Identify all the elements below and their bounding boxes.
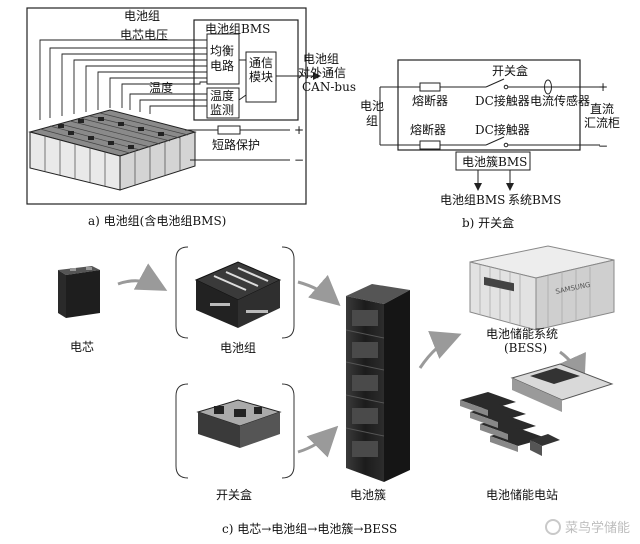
dc-combiner-label-2: 汇流柜 xyxy=(584,116,621,130)
balance-circuit-box xyxy=(206,33,240,85)
cluster-bms-label: 电池簇BMS xyxy=(462,155,528,169)
balance-circuit-label-1: 均衡 xyxy=(210,44,235,58)
short-protect-label: 短路保护 xyxy=(212,138,261,152)
fuse-bottom-label: 熔断器 xyxy=(410,123,447,137)
cell-voltage-label: 电芯电压 xyxy=(120,28,169,42)
pack-title-label: 电池组 xyxy=(124,9,161,23)
station-label: 电池储能电站 xyxy=(486,488,559,502)
switch-box-label: 开关盒 xyxy=(492,64,529,78)
pack-plus-terminal: + xyxy=(294,123,305,137)
switch-box-frame xyxy=(397,59,581,151)
watermark: 菜鸟学储能 xyxy=(544,517,630,536)
fuse-bottom xyxy=(419,140,441,150)
cell-label: 电芯 xyxy=(70,340,95,354)
ext-comm-label-3: CAN-bus xyxy=(302,80,356,94)
pack-side-label-2: 组 xyxy=(366,114,379,128)
dc-minus-terminal: − xyxy=(598,139,609,153)
voltage-wires xyxy=(39,39,207,120)
current-sensor-label: 电流传感器 xyxy=(530,94,591,108)
ext-comm-label-2: 对外通信 xyxy=(298,66,347,80)
panel-a xyxy=(26,7,321,205)
temp-monitor-box xyxy=(206,87,240,119)
ext-comm-label-1: 电池组 xyxy=(303,52,340,66)
dc-combiner-label-1: 直流 xyxy=(590,102,615,116)
cluster-label: 电池簇 xyxy=(350,488,387,502)
pack-side-label-1: 电池 xyxy=(360,99,385,113)
fuse-top-label: 熔断器 xyxy=(412,94,449,108)
pack-frame xyxy=(26,7,307,205)
comm-module-box xyxy=(245,51,277,103)
cell-image xyxy=(58,266,100,318)
temperature-wires xyxy=(129,93,207,114)
cluster-bms-box xyxy=(455,151,531,171)
system-bms-label: 系统BMS xyxy=(508,193,562,207)
watermark-logo-icon xyxy=(544,518,561,535)
caption-b: b) 开关盒 xyxy=(462,216,515,230)
pack-minus-terminal: − xyxy=(294,153,305,167)
caption-c: c) 电芯→电池组→电池簇→BESS xyxy=(222,522,398,536)
pack-module-image xyxy=(194,261,282,328)
battery-block xyxy=(28,109,197,191)
temp-monitor-label-1: 温度 xyxy=(210,89,235,103)
dc-contactor-bottom-label: DC接触器 xyxy=(475,123,530,137)
balance-circuit-label-2: 电路 xyxy=(210,59,235,73)
pack-bms-label: 电池组BMS xyxy=(440,193,506,207)
temperature-label: 温度 xyxy=(149,81,174,95)
bess-label-1: 电池储能系统 xyxy=(486,327,559,341)
dc-plus-terminal: + xyxy=(598,80,609,94)
temp-monitor-label-2: 监测 xyxy=(210,103,235,117)
caption-a: a) 电池组(含电池组BMS) xyxy=(88,214,227,228)
comm-module-label: 通信模块 xyxy=(249,56,274,84)
rack-image xyxy=(345,284,410,482)
switch-box-image-label: 开关盒 xyxy=(216,488,253,502)
bms-title-label: 电池组BMS xyxy=(205,22,271,36)
switch-box-image xyxy=(196,399,282,448)
bess-container-image: SAMSUNG xyxy=(469,245,615,331)
bess-label-2: (BESS) xyxy=(504,341,548,355)
current-sensor-ring xyxy=(544,79,552,95)
fuse-top xyxy=(419,82,441,92)
panel-c: SAMSUNG xyxy=(58,245,615,482)
pack-label: 电池组 xyxy=(220,341,257,355)
watermark-text: 菜鸟学储能 xyxy=(564,521,630,536)
dc-contactor-top-label: DC接触器 xyxy=(475,94,530,108)
panel-b xyxy=(379,59,600,191)
short-protect-fuse xyxy=(217,125,241,135)
bess-station-image xyxy=(460,363,614,456)
